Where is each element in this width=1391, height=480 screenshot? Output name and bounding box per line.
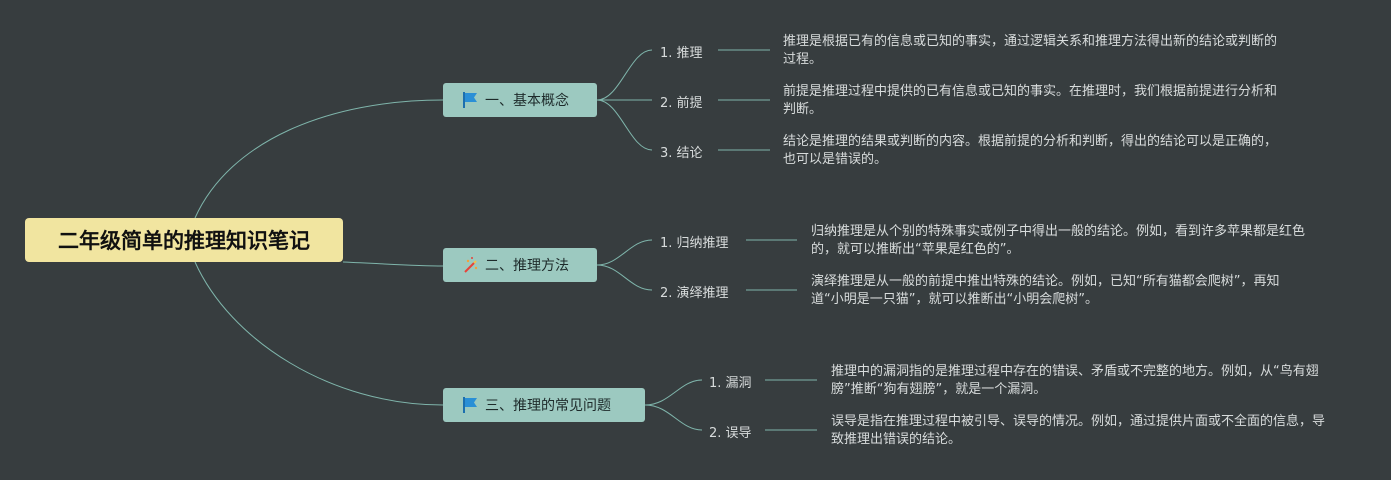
- desc-conclusion: 结论是推理的结果或判断的内容。根据前提的分析和判断，得出的结论可以是正确的，也可…: [783, 134, 1278, 167]
- desc-misleading: 误导是指在推理过程中被引导、误导的情况。例如，通过提供片面或不全面的信息，导致推…: [831, 414, 1326, 447]
- desc-premise: 前提是推理过程中提供的已有信息或已知的事实。在推理时，我们根据前提进行分析和判断…: [783, 84, 1278, 117]
- connector-root-branch-3: [194, 261, 444, 406]
- connector-root-branch-2: [342, 261, 444, 267]
- magic-wand-icon: [459, 254, 481, 276]
- leaf-deduction[interactable]: 2. 演绎推理: [660, 286, 729, 301]
- desc-deduction: 演绎推理是从一般的前提中推出特殊的结论。例如，已知“所有猫都会爬树”，再知道“小…: [811, 274, 1280, 307]
- root-topic[interactable]: 二年级简单的推理知识笔记: [25, 218, 343, 262]
- flag-icon: [459, 89, 481, 111]
- leaf-induction[interactable]: 1. 归纳推理: [660, 236, 729, 251]
- leaf-conclusion[interactable]: 3. 结论: [660, 146, 703, 161]
- connector-root-branch-1: [194, 99, 444, 219]
- branch-label: 一、基本概念: [485, 93, 569, 109]
- branch-basic-concepts[interactable]: 一、基本概念: [443, 83, 597, 117]
- desc-loophole: 推理中的漏洞指的是推理过程中存在的错误、矛盾或不完整的地方。例如，从“鸟有翅膀”…: [831, 364, 1319, 397]
- desc-induction: 归纳推理是从个别的特殊事实或例子中得出一般的结论。例如，看到许多苹果都是红色的，…: [811, 224, 1306, 257]
- branch-label: 三、推理的常见问题: [485, 398, 611, 414]
- leaf-misleading[interactable]: 2. 误导: [709, 426, 752, 441]
- desc-inference: 推理是根据已有的信息或已知的事实，通过逻辑关系和推理方法得出新的结论或判断的过程…: [783, 34, 1278, 67]
- branch-common-problems[interactable]: 三、推理的常见问题: [443, 388, 645, 422]
- leaf-premise[interactable]: 2. 前提: [660, 96, 703, 111]
- leaf-loophole[interactable]: 1. 漏洞: [709, 376, 752, 391]
- leaf-inference[interactable]: 1. 推理: [660, 46, 703, 61]
- branch-label: 二、推理方法: [485, 258, 569, 274]
- branch-inference-methods[interactable]: 二、推理方法: [443, 248, 597, 282]
- flag-icon: [459, 394, 481, 416]
